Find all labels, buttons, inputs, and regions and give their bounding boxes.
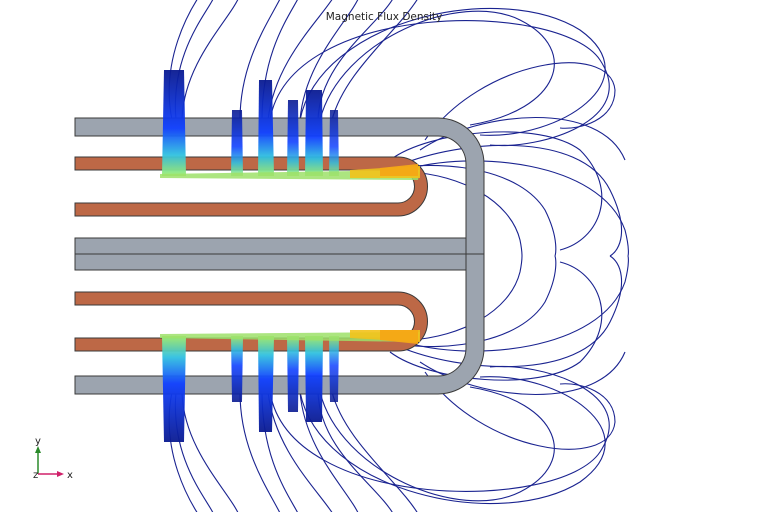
streamline (404, 160, 629, 257)
streamline (394, 164, 557, 257)
streamline (299, 391, 361, 516)
streamline (299, 376, 606, 505)
plot-title: Magnetic Flux Density (325, 11, 443, 23)
streamline (424, 371, 616, 450)
upper-coil (74, 156, 428, 217)
streamline (267, 391, 336, 516)
lower-coil (74, 291, 428, 352)
streamline (319, 386, 555, 502)
streamline (424, 62, 616, 141)
streamline (409, 171, 523, 257)
streamline (239, 391, 283, 516)
streamline (317, 391, 396, 516)
z-axis-label: z (33, 470, 38, 481)
streamline (399, 144, 623, 257)
x-axis-label: x (67, 470, 73, 481)
streamline (404, 255, 629, 352)
streamline (409, 255, 523, 341)
flux-bundles-bottom (160, 330, 420, 442)
streamline (299, 0, 359, 121)
y-axis-label: y (35, 436, 41, 447)
streamline (399, 255, 623, 368)
outer-conductor (74, 117, 485, 395)
streamline (269, 20, 610, 147)
streamline (319, 10, 555, 126)
streamline (331, 0, 418, 121)
streamline (299, 7, 606, 136)
streamline (269, 365, 610, 492)
flux-bundles-top (160, 70, 420, 180)
streamline (181, 393, 241, 516)
streamline (394, 255, 557, 348)
axis-triad: y x z (33, 436, 73, 481)
streamline (181, 0, 239, 119)
streamline (331, 391, 421, 516)
streamline (239, 0, 281, 121)
model-geometry (74, 117, 485, 395)
